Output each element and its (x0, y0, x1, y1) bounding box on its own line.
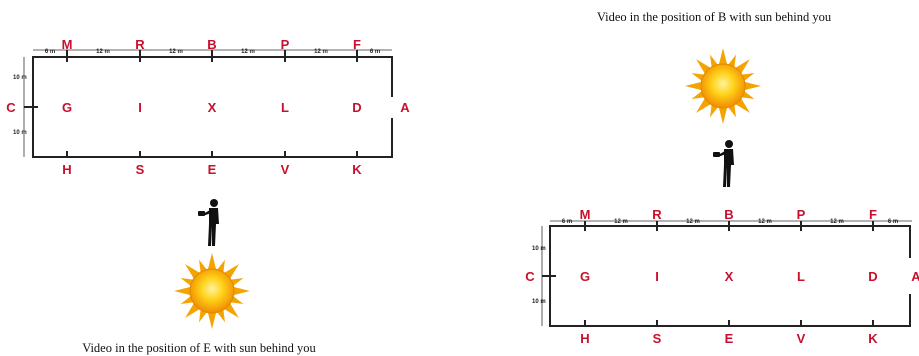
arena-right-distance-4: 12 m (758, 219, 772, 225)
arena-right-letter-d: D (868, 269, 877, 284)
sun-icon-left (174, 253, 250, 329)
arena-left-letter-p: P (281, 37, 290, 52)
arena-right-letter-k: K (868, 331, 878, 346)
arena-right-letter-p: P (797, 207, 806, 222)
arena-right-letter-s: S (653, 331, 662, 346)
arena-left-letter-e: E (208, 162, 217, 177)
arena-left-letter-f: F (353, 37, 361, 52)
arena-left-letter-i: I (138, 100, 142, 115)
arena-right-distance-3: 12 m (686, 219, 700, 225)
arena-left-letter-a: A (400, 100, 410, 115)
arena-right-letter-a: A (911, 269, 919, 284)
arena-right-distance-5: 12 m (830, 219, 844, 225)
arena-left-side-distance-1: 10 m (13, 75, 27, 81)
arena-left-letter-v: V (281, 162, 290, 177)
arena-right-letter-f: F (869, 207, 877, 222)
arena-left-distance-4: 12 m (241, 49, 255, 55)
arena-right-letter-x: X (725, 269, 734, 284)
arena-right-distance-1: 6 m (562, 219, 572, 225)
arena-right-letter-h: H (580, 331, 589, 346)
arena-right-letter-m: M (580, 207, 591, 222)
arena-right-side-distance-2: 10 m (532, 299, 546, 305)
arena-right-letter-c: C (525, 269, 535, 284)
arena-right-side-distance-1: 10 m (532, 246, 546, 252)
arena-right-letter-v: V (797, 331, 806, 346)
arena-left-letter-d: D (352, 100, 361, 115)
arena-left-top-ticks (66, 50, 358, 62)
arena-right-letter-r: R (652, 207, 662, 222)
arena-right-letter-g: G (580, 269, 590, 284)
arena-left-letter-m: M (62, 37, 73, 52)
arena-left-letter-h: H (62, 162, 71, 177)
arena-left-letter-g: G (62, 100, 72, 115)
arena-left-distance-2: 12 m (96, 49, 110, 55)
videographer-icon-left (198, 199, 219, 246)
arena-left-letter-b: B (207, 37, 216, 52)
arena-left-letter-s: S (136, 162, 145, 177)
arena-right: M R B P F 6 m 12 m 12 m 12 m 12 m 6 m 10… (525, 207, 919, 346)
videographer-icon-right (713, 140, 734, 187)
caption-right: Video in the position of B with sun behi… (597, 10, 832, 24)
arena-left-distance-1: 6 m (45, 49, 55, 55)
arena-right-distance-2: 12 m (614, 219, 628, 225)
arena-left-bottom-ticks (66, 151, 358, 157)
arena-left-letter-c: C (6, 100, 16, 115)
arena-right-letter-l: L (797, 269, 805, 284)
arena-right-top-ticks (584, 221, 874, 231)
arena-right-letter-i: I (655, 269, 659, 284)
arena-right-bottom-ticks (584, 320, 874, 326)
arena-left-distance-5: 12 m (314, 49, 328, 55)
arena-right-letter-b: B (724, 207, 733, 222)
arena-left-distance-6: 6 m (370, 49, 380, 55)
caption-left: Video in the position of E with sun behi… (82, 341, 316, 355)
arena-right-distance-6: 6 m (888, 219, 898, 225)
arena-left-letter-k: K (352, 162, 362, 177)
arena-left-letter-x: X (208, 100, 217, 115)
arena-left-side-distance-2: 10 m (13, 130, 27, 136)
arena-right-letter-e: E (725, 331, 734, 346)
arena-left: M R B P F 6 m 12 m 12 m 12 m 12 m 6 m 10… (6, 37, 410, 177)
sun-icon-right (685, 48, 761, 124)
arena-left-letter-r: R (135, 37, 145, 52)
arena-left-distance-3: 12 m (169, 49, 183, 55)
arena-left-letter-l: L (281, 100, 289, 115)
